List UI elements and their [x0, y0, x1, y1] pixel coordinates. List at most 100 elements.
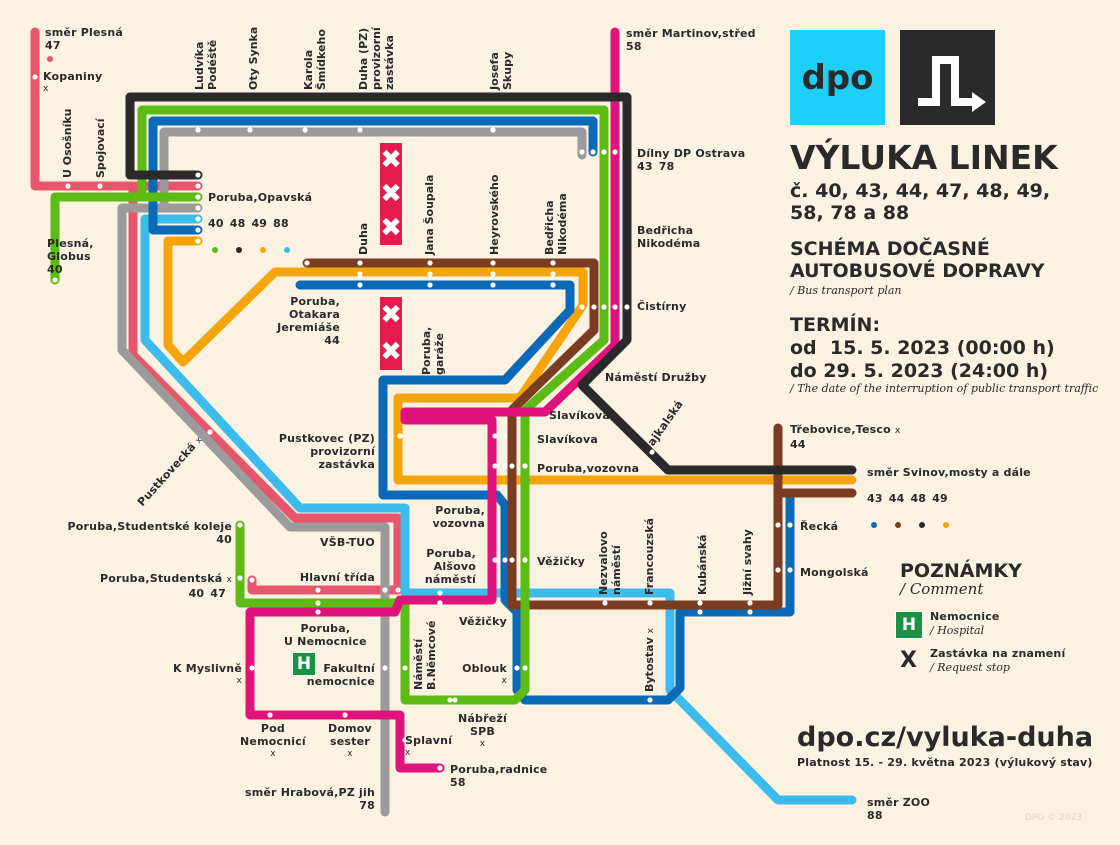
stop-podeste: Ludvíka Podéště — [193, 39, 219, 90]
stop-alsovo: Poruba, Alšovo náměstí — [424, 547, 476, 586]
stop-markers — [32, 74, 793, 771]
stop-marker — [237, 522, 243, 528]
stop-mongolska: Mongolská — [800, 566, 869, 579]
stop-heyrovskeho: Heyrovského — [488, 174, 501, 255]
stop-marker — [579, 304, 585, 310]
scheme-title-2: AUTOBUSOVÉ DOPRAVY — [790, 260, 1045, 282]
stop-marker — [437, 600, 443, 606]
stop-marker — [197, 439, 203, 445]
legend-hospital-icon: H — [895, 611, 923, 639]
stop-marker — [249, 577, 255, 583]
stop-marker — [624, 304, 630, 310]
line-58 — [245, 27, 620, 773]
stop-marker — [492, 557, 498, 563]
stop-nezvalovo: Nezvalovo náměstí — [597, 531, 623, 595]
stop-marker — [207, 429, 213, 435]
stop-vozovna-right: Poruba,vozovna — [537, 462, 640, 475]
line-list-1: č. 40, 43, 44, 47, 48, 49, — [790, 180, 1051, 202]
stop-marker — [397, 433, 403, 439]
stop-garaze: Poruba, garáže — [420, 326, 446, 375]
line-40 — [50, 105, 609, 705]
stop-marker — [590, 149, 596, 155]
stop-vezicky-1: Věžičky — [537, 555, 585, 568]
stop-ososniku: U Osošníku — [61, 108, 74, 178]
notes-title-en: / Comment — [900, 580, 984, 598]
stop-marker — [787, 567, 793, 573]
stop-marker — [522, 463, 528, 469]
stop-francouzska: Francouzská — [643, 517, 656, 595]
line-88 — [140, 214, 857, 805]
stop-marker — [402, 665, 408, 671]
validity: Platnost 15. - 29. května 2023 (výlukový… — [797, 756, 1093, 769]
stop-marker — [522, 665, 528, 671]
stop-marker — [492, 463, 498, 469]
stop-marker — [195, 227, 201, 233]
line-48 — [125, 92, 857, 475]
stop-marker — [195, 216, 201, 222]
stop-marker — [601, 149, 607, 155]
stop-slavikova-1: Slavíkova — [549, 409, 611, 422]
closed-x-icon: ✖ — [380, 145, 402, 175]
stop-marker — [247, 127, 253, 133]
detour-icon — [900, 30, 995, 125]
notes-title: POZNÁMKY — [900, 560, 1022, 582]
stop-kubanska: Kubánská — [696, 534, 709, 595]
term-from: od 15. 5. 2023 (00:00 h) — [790, 337, 1055, 359]
stop-marker — [315, 587, 321, 593]
stop-marker — [427, 282, 433, 288]
stop-marker — [697, 609, 703, 615]
stop-marker — [612, 304, 618, 310]
stop-marker — [427, 271, 433, 277]
line-78 — [117, 127, 587, 817]
stop-vozovna-left: Poruba, vozovna — [432, 504, 485, 530]
closed-x-icon: ✖ — [380, 179, 402, 209]
stop-duha-pz: Duha (PZ) provizorní zastávka — [357, 27, 396, 90]
stop-marker — [747, 600, 753, 606]
stop-marker — [509, 557, 515, 563]
stop-marker — [612, 149, 618, 155]
title: VÝLUKA LINEK — [790, 138, 1058, 177]
info-url[interactable]: dpo.cz/vyluka-duha — [797, 722, 1094, 753]
hospital-icon: H — [292, 652, 316, 676]
stop-marker — [550, 282, 556, 288]
closed-x-icon: ✖ — [380, 336, 402, 367]
stop-marker — [509, 463, 515, 469]
stop-synka: Oty Synka — [247, 26, 260, 90]
stop-nikodema: Bedřicha Nikodéma — [543, 193, 569, 255]
stop-pustkovec: Pustkovec (PZ) provizorní zastávka — [278, 432, 375, 471]
stop-marker — [579, 149, 585, 155]
stop-fakultni: Fakultní nemocnice — [306, 662, 375, 688]
legend-request-en: / Request stop — [930, 661, 1010, 674]
stop-marker — [315, 600, 321, 606]
stop-nikodema-right: Bedřicha Nikodéma — [637, 224, 701, 250]
stop-marker — [490, 127, 496, 133]
stop-marker — [514, 665, 520, 671]
stop-marker — [32, 74, 38, 80]
stop-marker — [775, 567, 781, 573]
stop-vezicky-2: Věžičky — [459, 615, 507, 628]
dpo-logo: dpo — [790, 30, 885, 125]
stop-marker — [304, 260, 310, 266]
stop-marker — [357, 271, 363, 277]
stop-marker — [602, 600, 608, 606]
scheme-title-1: SCHÉMA DOČASNÉ — [790, 238, 990, 260]
stop-recka: Řecká — [800, 520, 839, 533]
stop-marker — [502, 433, 508, 439]
stop-nemcove: Náměstí B.Němcové — [412, 620, 438, 690]
stop-jizni: Jižní svahy — [741, 529, 754, 595]
legend-hospital-en: / Hospital — [930, 624, 985, 637]
